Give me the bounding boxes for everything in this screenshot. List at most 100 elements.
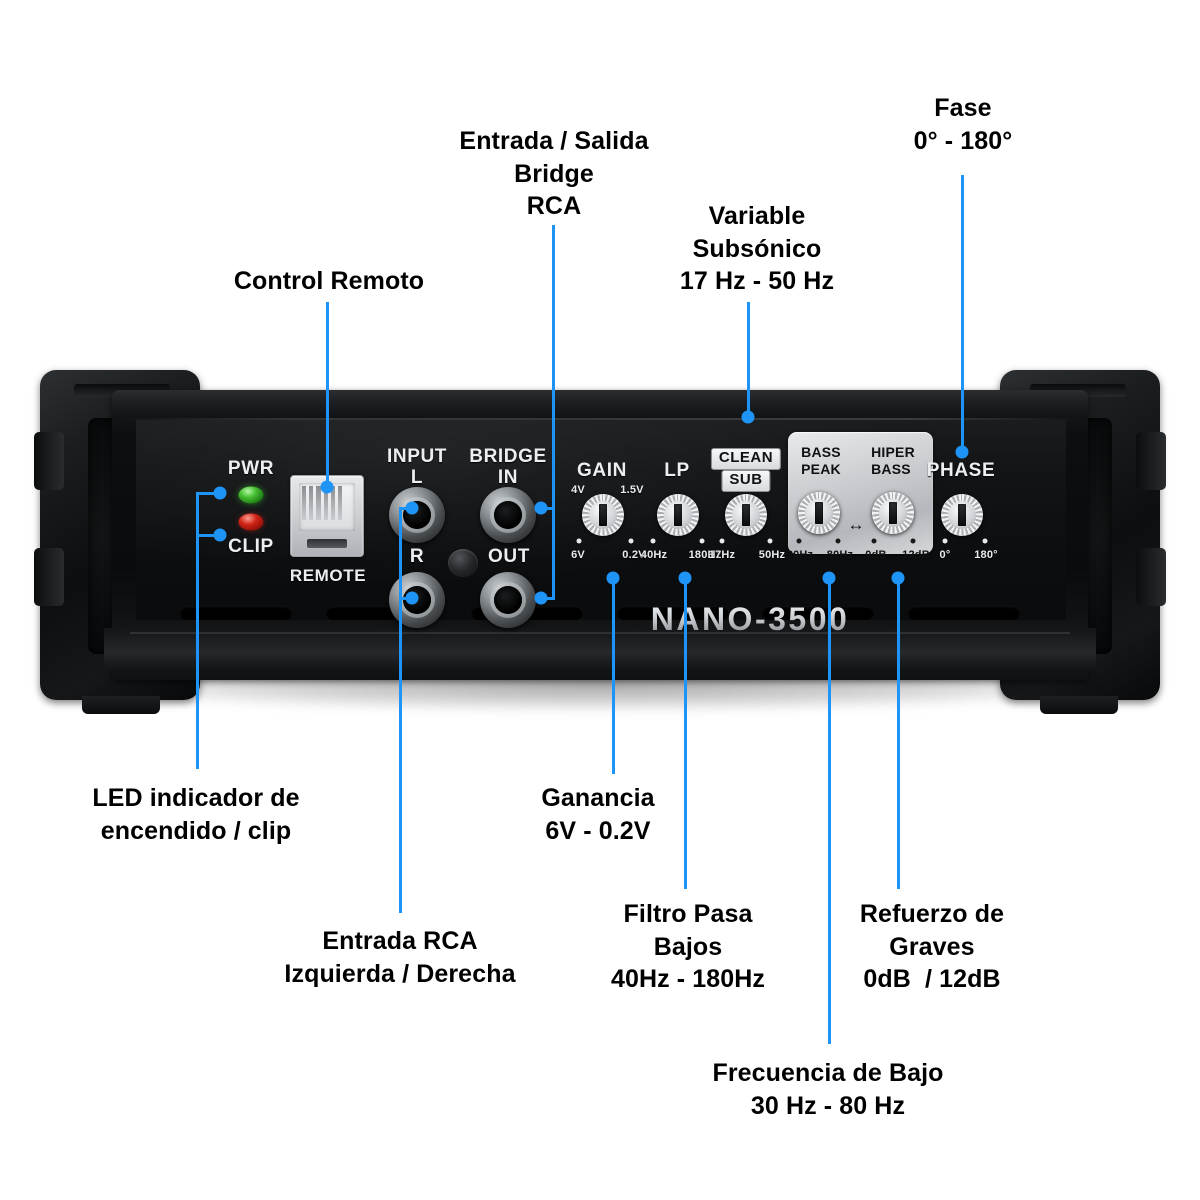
callout-refuerzo-de-graves: Refuerzo de Graves 0dB / 12dB: [859, 900, 1005, 993]
amplifier-unit: [34, 370, 1166, 725]
phase-title: PHASE: [926, 460, 996, 481]
hiper-bass-tick-left: [871, 538, 877, 544]
leader-dot-bridge-out: [534, 591, 548, 605]
pwr-led: [238, 486, 264, 504]
callout-fase: Fase 0° - 180°: [913, 94, 1013, 155]
gain-scale-top-right: 1.5V: [620, 484, 644, 496]
panel-screw: [448, 549, 478, 577]
base-rail: [104, 628, 1096, 672]
phase-tick-right: [982, 538, 988, 544]
callout-entrada-salida-bridge-rca: Entrada / Salida Bridge RCA: [459, 127, 649, 220]
leader-ganancia: [612, 578, 615, 774]
leader-bridge-h1: [541, 507, 554, 510]
leader-led-v: [196, 492, 199, 769]
chassis-top-bevel: [112, 390, 1088, 420]
leader-dot-ganancia: [606, 571, 620, 585]
leader-dot-rca-right: [405, 591, 419, 605]
pwr-label: PWR: [227, 458, 275, 479]
remote-label: REMOTE: [289, 566, 367, 585]
clean-badge: CLEAN: [710, 448, 782, 470]
lp-tick-left: [650, 538, 656, 544]
gain-scale-bottom-left: 6V: [571, 549, 585, 561]
phase-tick-left: [942, 538, 948, 544]
lp-scale-bottom-right: 180Hz: [688, 549, 722, 561]
phase-knob[interactable]: [941, 494, 983, 536]
gain-tick-left: [576, 538, 582, 544]
leader-dot-subsonico: [741, 410, 755, 424]
subsonic-tick-left: [719, 538, 725, 544]
ventilation-slots: [180, 606, 1020, 622]
leader-dot-refuerzo: [891, 571, 905, 585]
leader-refuerzo: [897, 578, 900, 889]
lp-tick-right: [699, 538, 705, 544]
leader-bridge-h2: [541, 597, 554, 600]
callout-variable-subsonico: Variable Subsónico 17 Hz - 50 Hz: [679, 202, 835, 295]
bass-peak-scale-left: 30Hz: [786, 549, 814, 561]
leader-rca-h1: [399, 507, 411, 510]
sub-badge: SUB: [721, 470, 771, 492]
cap-foot: [1040, 696, 1118, 714]
bass-peak-tick-left: [796, 538, 802, 544]
brand-logo: NANO-3500: [650, 601, 850, 637]
cap-notch: [34, 432, 64, 490]
cap-notch: [1136, 548, 1166, 606]
leader-dot-pwr-led: [213, 486, 227, 500]
remote-rj11-jack[interactable]: [290, 475, 364, 557]
callout-ganancia: Ganancia 6V - 0.2V: [541, 784, 655, 845]
bass-peak-knob[interactable]: [798, 492, 840, 534]
rca-input-left[interactable]: [389, 487, 445, 543]
lp-scale-bottom-left: 40Hz: [640, 549, 668, 561]
hiper-bass-tick-right: [910, 538, 916, 544]
callout-filtro-pasa-bajos: Filtro Pasa Bajos 40Hz - 180Hz: [610, 900, 766, 993]
leader-dot-clip-led: [213, 528, 227, 542]
leader-dot-fase: [955, 445, 969, 459]
bridge-out-label: OUT: [488, 546, 530, 567]
leader-led-h2: [196, 534, 220, 537]
leader-dot-control-remoto: [320, 480, 334, 494]
leader-bridge-v: [552, 225, 555, 600]
phase-scale-left: 0°: [939, 549, 951, 561]
leader-dot-frecuencia: [822, 571, 836, 585]
hiper-bass-knob[interactable]: [872, 492, 914, 534]
cap-notch: [34, 548, 64, 606]
subsonic-scale-bottom-right: 50Hz: [758, 549, 786, 561]
clip-led: [238, 513, 264, 531]
subsonic-tick-right: [767, 538, 773, 544]
rca-bridge-out[interactable]: [480, 572, 536, 628]
subsonic-knob[interactable]: [725, 494, 767, 536]
leader-dot-bridge-in: [534, 501, 548, 515]
gain-tick-right: [628, 538, 634, 544]
lp-title: LP: [664, 460, 690, 481]
leader-filtro: [684, 578, 687, 889]
leader-rca-v: [399, 507, 402, 913]
leader-frecuencia: [828, 578, 831, 1044]
callout-frecuencia-de-bajo: Frecuencia de Bajo 30 Hz - 80 Hz: [712, 1059, 944, 1120]
leader-led-h1: [196, 492, 220, 495]
leader-fase: [961, 175, 964, 450]
callout-control-remoto: Control Remoto: [233, 267, 425, 295]
cap-notch: [1136, 432, 1166, 490]
gain-scale-bottom-right: 0.2V: [622, 549, 646, 561]
hiper-bass-scale-right: 12dB: [902, 549, 930, 561]
gain-scale-top-left: 4V: [571, 484, 585, 496]
bass-peak-scale-right: 80Hz: [826, 549, 854, 561]
leader-subsonico: [747, 302, 750, 415]
bass-peak-tick-right: [835, 538, 841, 544]
leader-dot-filtro: [678, 571, 692, 585]
callout-led-indicador: LED indicador de encendido / clip: [92, 784, 300, 845]
leader-dot-rca-left: [405, 501, 419, 515]
bidirectional-arrow-icon: ↔: [847, 515, 865, 534]
leader-control-remoto: [326, 302, 329, 485]
gain-knob[interactable]: [582, 494, 624, 536]
gain-title: GAIN: [577, 460, 627, 481]
callout-entrada-rca: Entrada RCA Izquierda / Derecha: [284, 927, 516, 988]
rca-bridge-in[interactable]: [480, 487, 536, 543]
hiper-bass-scale-left: 0dB: [865, 549, 887, 561]
cap-foot: [82, 696, 160, 714]
lp-knob[interactable]: [657, 494, 699, 536]
subsonic-scale-bottom-left: 17Hz: [708, 549, 736, 561]
